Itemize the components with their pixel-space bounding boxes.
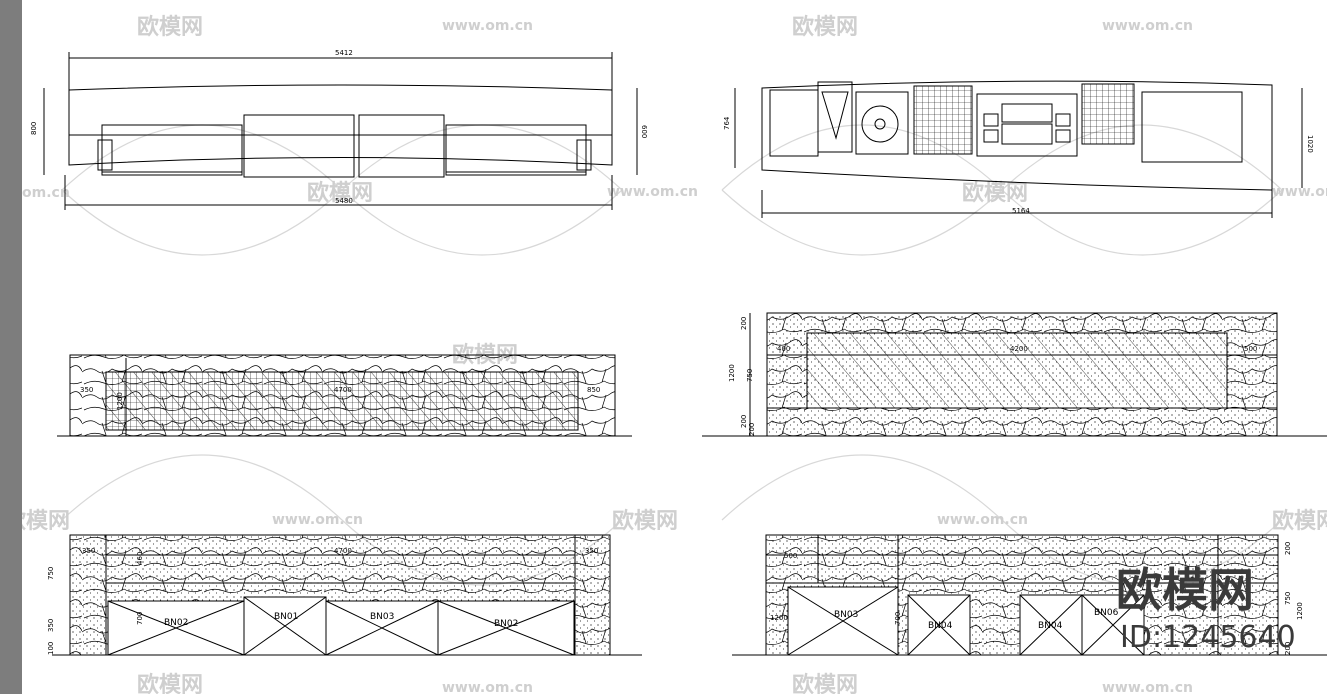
- dim-left: 350: [82, 547, 95, 555]
- cabinet-label: BN06: [1094, 608, 1119, 618]
- dim-height: 1200: [728, 364, 736, 382]
- watermark-id: ID:1245640: [1120, 620, 1296, 655]
- cabinet-label: BN03: [834, 610, 858, 620]
- dim-bottom-b: 200: [748, 423, 756, 436]
- dim-center: 4200: [1010, 345, 1028, 353]
- watermark-url: www.om.cn: [442, 18, 533, 34]
- dim-right: 600: [640, 125, 648, 138]
- dim-v3: 200: [1284, 642, 1292, 655]
- cabinet-label: BN02: [494, 619, 518, 629]
- watermark-brand: 欧模网: [137, 14, 203, 40]
- dim-top: 200: [740, 317, 748, 330]
- dim-side: 1200: [770, 614, 788, 622]
- dim-left: 350: [80, 386, 93, 394]
- dim-center: 4700: [334, 547, 352, 555]
- elevation-cabinets-left: 350 350 4700 BN02 BN01 BN03 BN02 750 350…: [47, 534, 642, 656]
- watermark-url: www.om.cn: [937, 512, 1028, 528]
- cad-canvas[interactable]: 欧模网 www.om.cn 欧模网 www.om.cn om.cn 欧模网 ww…: [22, 0, 1327, 694]
- dim-inner: 700: [894, 612, 902, 625]
- dim-bottom-a: 200: [740, 415, 748, 428]
- watermark-logo: 欧模网 ID:1245640: [1116, 563, 1296, 655]
- dim-left: 764: [723, 116, 731, 130]
- watermark-brand: 欧模网: [612, 508, 678, 534]
- dim-v1: 750: [1284, 592, 1292, 605]
- watermark-brand: 欧模网: [137, 672, 203, 694]
- watermark-brand-large: 欧模网: [1116, 563, 1254, 617]
- dim-bottom: 5164: [1012, 207, 1030, 215]
- dim-inner2: 700: [136, 612, 144, 625]
- cabinet-label: BN04: [1038, 621, 1063, 631]
- dim-v1: 750: [47, 567, 55, 580]
- dim-vertical: 1200: [116, 392, 124, 410]
- dim-v2: 1200: [1296, 602, 1304, 620]
- watermark-brand: 欧模网: [1272, 508, 1327, 534]
- watermark-brand: 欧模网: [22, 508, 70, 534]
- left-scrollbar[interactable]: [0, 0, 22, 694]
- dim-bottom: 5480: [335, 197, 353, 205]
- dim-top: 5412: [335, 49, 353, 57]
- watermark-layer: [61, 124, 1283, 586]
- watermark-url: www.om.cn: [442, 680, 533, 694]
- dim-left-a: 400: [777, 345, 790, 353]
- dim-left: 800: [30, 122, 38, 135]
- dim-right-a: 500: [1244, 345, 1257, 353]
- elevation-grid-left: 350 850 4700 1200: [57, 354, 632, 437]
- cabinet-label: BN01: [274, 612, 298, 622]
- plan-view-right: 764 1020 5164: [723, 80, 1314, 218]
- watermark-url-partial: om.cn: [22, 185, 70, 201]
- watermark-url: www.om.cn: [1102, 680, 1193, 694]
- dim-left: 500: [784, 552, 797, 560]
- cabinet-label: BN03: [370, 612, 394, 622]
- watermark-url: www.om.cn: [607, 184, 698, 200]
- watermark-brand: 欧模网: [307, 180, 373, 206]
- dim-center: 4700: [334, 386, 352, 394]
- dim-v3: 100: [47, 642, 55, 655]
- cabinet-label: BN04: [928, 621, 953, 631]
- dim-inner1: 460: [136, 552, 144, 565]
- dim-right: 350: [585, 547, 598, 555]
- watermark-text-layer: 欧模网 www.om.cn 欧模网 www.om.cn om.cn 欧模网 ww…: [22, 14, 1327, 694]
- dim-right: 1020: [1306, 135, 1314, 153]
- elevation-marble-right: 400 4200 500 200 1200 750 200 200: [702, 312, 1327, 437]
- watermark-brand: 欧模网: [792, 672, 858, 694]
- watermark-url: www.om.cn: [1102, 18, 1193, 34]
- watermark-brand: 欧模网: [962, 180, 1028, 206]
- watermark-url: www.om.cn: [1272, 184, 1327, 200]
- dim-mid: 750: [746, 369, 754, 382]
- watermark-brand: 欧模网: [792, 14, 858, 40]
- dim-top: 200: [1284, 542, 1292, 555]
- elevation-cabinets-right: 500 BN03 BN04 BN04 BN06 200 750 1200 200…: [732, 534, 1327, 656]
- watermark-url: www.om.cn: [272, 512, 363, 528]
- plan-view-left: 5412 800 600 5480: [30, 49, 648, 210]
- dim-right: 850: [587, 386, 600, 394]
- cabinet-label: BN02: [164, 618, 188, 628]
- dim-v2: 350: [47, 619, 55, 632]
